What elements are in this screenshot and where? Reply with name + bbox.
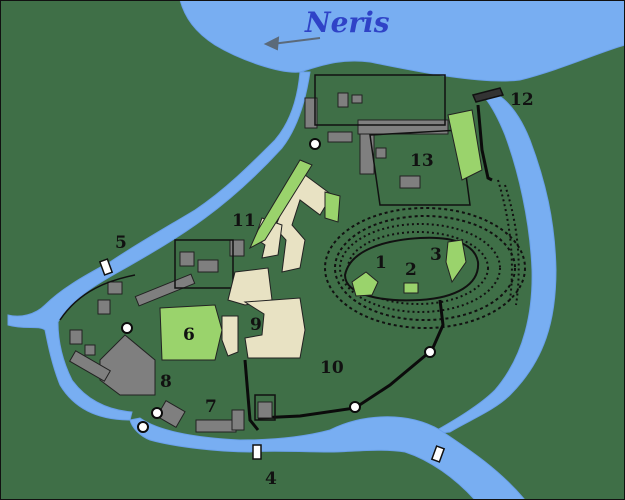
label-3: 3 (430, 245, 442, 265)
building (195, 419, 237, 433)
tower-icon (309, 138, 321, 150)
building (97, 299, 111, 315)
label-12: 12 (510, 90, 534, 110)
gate-icon (252, 444, 262, 460)
tower-icon (424, 346, 436, 358)
tower-icon (121, 322, 133, 334)
building (227, 267, 273, 306)
building (337, 92, 349, 108)
building (375, 147, 387, 159)
building (399, 175, 421, 189)
building (231, 409, 245, 431)
castle-walls (243, 104, 493, 431)
building-1 (351, 271, 379, 297)
building (324, 191, 341, 223)
gate-icon (98, 258, 114, 276)
label-5: 5 (115, 233, 127, 253)
building-3 (445, 239, 467, 284)
building (359, 133, 375, 175)
building (257, 401, 273, 419)
neris-river (179, 0, 625, 82)
building (179, 251, 195, 267)
label-9: 9 (250, 315, 262, 335)
water-bodies (7, 0, 625, 500)
structure-outlines (59, 74, 471, 421)
building (99, 334, 156, 396)
gates (98, 87, 505, 463)
gray-buildings (68, 92, 449, 433)
label-6: 6 (183, 325, 195, 345)
building (68, 350, 112, 382)
arrow-left-icon (263, 36, 321, 51)
building-13-green (447, 109, 483, 181)
label-7: 7 (205, 397, 217, 417)
river-label: Neris (304, 6, 390, 39)
building (357, 119, 449, 135)
tower-icon (137, 421, 149, 433)
building (304, 97, 318, 129)
building (156, 400, 186, 428)
building (221, 315, 239, 357)
building (229, 239, 245, 257)
building (327, 131, 353, 143)
building (84, 344, 96, 356)
building (351, 94, 363, 104)
label-2: 2 (405, 260, 417, 280)
left-stream (7, 71, 311, 421)
label-13: 13 (410, 151, 434, 171)
tower-icon (349, 401, 361, 413)
tower-icon (151, 407, 163, 419)
label-10: 10 (320, 358, 344, 378)
towers (121, 138, 436, 433)
label-8: 8 (160, 372, 172, 392)
building-11-strip (248, 159, 313, 250)
building (69, 329, 83, 345)
label-4: 4 (265, 469, 277, 489)
building (197, 259, 219, 273)
label-11: 11 (232, 211, 256, 231)
bottom-river (129, 416, 526, 500)
building-2 (403, 282, 419, 294)
building (243, 297, 306, 359)
building-6 (159, 304, 223, 361)
right-slope-hatching (497, 179, 520, 306)
label-1: 1 (375, 253, 387, 273)
bridge-icon (471, 87, 505, 103)
building (134, 273, 196, 307)
green-buildings (159, 109, 483, 361)
upper-castle-plateau (343, 236, 480, 302)
building (107, 281, 123, 295)
gate-icon (430, 445, 446, 463)
